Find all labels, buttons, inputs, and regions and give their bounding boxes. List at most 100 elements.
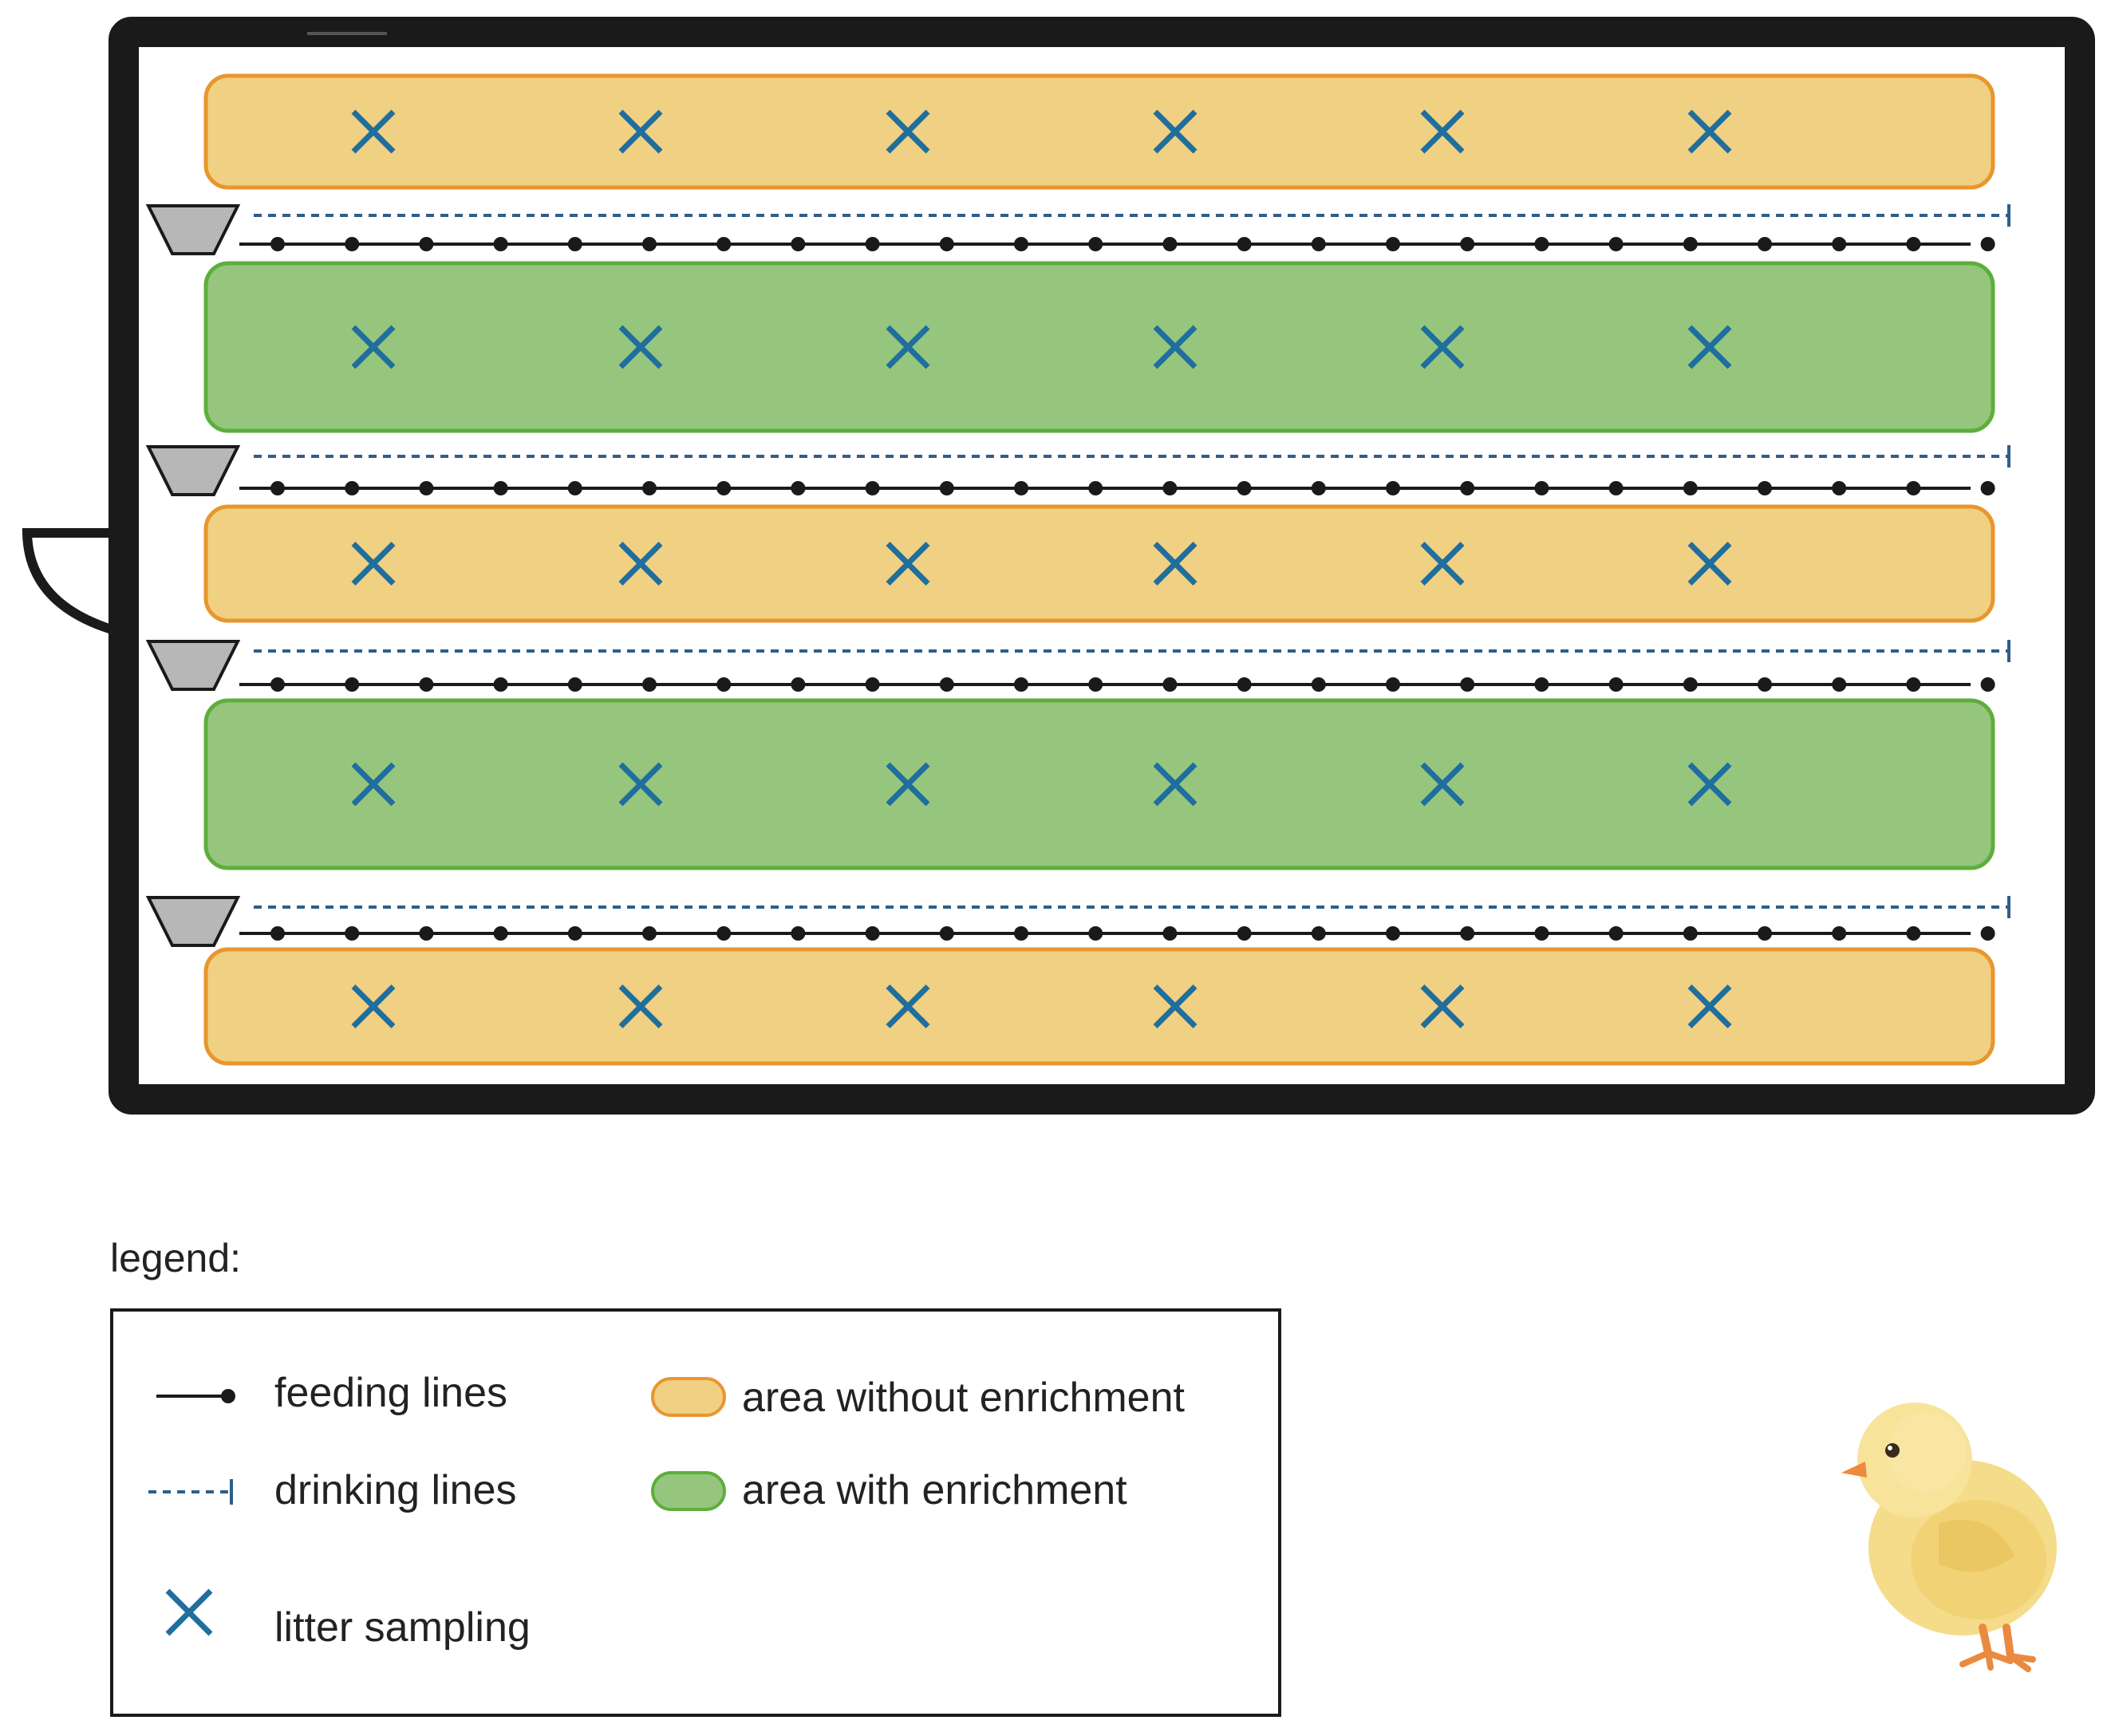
litter-sampling-icon bbox=[1153, 984, 1198, 1028]
litter-sampling-icon bbox=[618, 325, 663, 369]
feeder-icon bbox=[145, 445, 241, 496]
feeding-point bbox=[791, 237, 806, 251]
feeding-point bbox=[1534, 481, 1549, 495]
litter-sampling-icon bbox=[1687, 542, 1732, 586]
legend-symbols bbox=[148, 1377, 726, 1636]
feeding-point bbox=[419, 926, 434, 941]
litter-sampling-icon bbox=[886, 109, 930, 154]
legend-label-with-enrichment: area with enrichment bbox=[742, 1467, 1127, 1513]
litter-sampling-icon bbox=[1153, 542, 1198, 586]
litter-sampling-icon bbox=[1420, 984, 1465, 1028]
feeding-point bbox=[1237, 926, 1252, 941]
feeding-point bbox=[493, 677, 508, 692]
feeding-point bbox=[1460, 677, 1475, 692]
legend-swatch-without-enrichment bbox=[651, 1377, 726, 1417]
feeding-point bbox=[270, 926, 285, 941]
feeding-point bbox=[1832, 481, 1847, 495]
feeder-icon bbox=[145, 640, 241, 691]
feeding-point bbox=[1311, 677, 1326, 692]
feeding-point bbox=[1980, 926, 1995, 941]
legend-label-without-enrichment: area without enrichment bbox=[742, 1375, 1185, 1421]
feeding-point bbox=[865, 926, 880, 941]
feeding-point bbox=[939, 237, 954, 251]
feeding-point bbox=[1683, 677, 1698, 692]
litter-sampling-icon bbox=[618, 542, 663, 586]
feeding-point bbox=[1980, 481, 1995, 495]
feeding-point bbox=[270, 237, 285, 251]
legend-swatch-with-enrichment bbox=[651, 1471, 726, 1511]
feeding-point bbox=[1162, 926, 1178, 941]
feeding-point bbox=[1758, 237, 1772, 251]
feeding-point bbox=[1906, 677, 1921, 692]
litter-sampling-icon bbox=[618, 984, 663, 1028]
feeding-point bbox=[1386, 237, 1400, 251]
litter-sampling-icon bbox=[351, 984, 396, 1028]
litter-sampling-icon bbox=[1153, 109, 1198, 154]
litter-sampling-icon bbox=[618, 109, 663, 154]
feeding-point bbox=[1608, 677, 1624, 692]
feeder-icon bbox=[145, 204, 241, 255]
legend-label-feeding: feeding lines bbox=[274, 1370, 507, 1416]
feeding-point bbox=[1608, 237, 1624, 251]
feeding-point bbox=[1832, 926, 1847, 941]
litter-sampling-icon bbox=[1687, 762, 1732, 807]
feeding-point bbox=[1608, 926, 1624, 941]
legend-title: legend: bbox=[110, 1236, 242, 1280]
feeding-point bbox=[1088, 481, 1103, 495]
feeding-point bbox=[567, 677, 582, 692]
litter-sampling-icon bbox=[165, 1588, 213, 1636]
feeding-point bbox=[642, 926, 657, 941]
feeding-point bbox=[345, 237, 360, 251]
door-icon bbox=[22, 528, 121, 637]
area-without-enrichment bbox=[203, 504, 1995, 623]
feeding-point bbox=[1906, 926, 1921, 941]
litter-sampling-icon bbox=[1153, 762, 1198, 807]
feeding-point bbox=[1386, 926, 1400, 941]
feeding-point bbox=[791, 926, 806, 941]
legend-label-litter: litter sampling bbox=[274, 1604, 531, 1651]
feeding-point bbox=[716, 677, 732, 692]
feeding-point bbox=[939, 677, 954, 692]
feeding-point bbox=[1534, 237, 1549, 251]
feeding-point bbox=[1758, 481, 1772, 495]
feeding-point bbox=[1758, 926, 1772, 941]
feeding-point bbox=[1237, 481, 1252, 495]
feeding-point bbox=[1906, 481, 1921, 495]
legend-label-drinking: drinking lines bbox=[274, 1467, 517, 1513]
feeding-point bbox=[1832, 237, 1847, 251]
feeding-point bbox=[1088, 926, 1103, 941]
chick-icon bbox=[1841, 1403, 2057, 1672]
feeding-point bbox=[1162, 237, 1178, 251]
feeding-point bbox=[1088, 677, 1103, 692]
feeding-point bbox=[1311, 926, 1326, 941]
litter-sampling-icon bbox=[618, 762, 663, 807]
feeding-point bbox=[1460, 237, 1475, 251]
area-without-enrichment bbox=[203, 73, 1995, 190]
legend-feeding-line-symbol bbox=[156, 1389, 235, 1403]
feeding-point bbox=[1534, 926, 1549, 941]
litter-sampling-icon bbox=[886, 325, 930, 369]
feeder-icon bbox=[145, 896, 241, 947]
area-with-enrichment bbox=[203, 261, 1995, 433]
feeding-point bbox=[1311, 481, 1326, 495]
feeding-point bbox=[270, 481, 285, 495]
feeding-point bbox=[1162, 481, 1178, 495]
barn-wall bbox=[109, 17, 2095, 1115]
litter-sampling-icon bbox=[1420, 542, 1465, 586]
litter-sampling-icon bbox=[1687, 109, 1732, 154]
feeding-point bbox=[1758, 677, 1772, 692]
feeding-point bbox=[1237, 677, 1252, 692]
feeding-point bbox=[791, 677, 806, 692]
feeding-point bbox=[419, 481, 434, 495]
barn-floor-plan bbox=[22, 17, 2095, 1115]
legend-drinking-line-symbol bbox=[148, 1479, 233, 1505]
litter-sampling-icon bbox=[1687, 984, 1732, 1028]
feeding-point bbox=[1683, 237, 1698, 251]
area-with-enrichment bbox=[203, 698, 1995, 870]
feeding-point bbox=[865, 237, 880, 251]
feeding-point bbox=[1014, 926, 1028, 941]
litter-sampling-icon bbox=[1420, 109, 1465, 154]
feeding-point bbox=[1683, 481, 1698, 495]
legend-box: feeding lines drinking lines litter samp… bbox=[110, 1308, 1281, 1717]
